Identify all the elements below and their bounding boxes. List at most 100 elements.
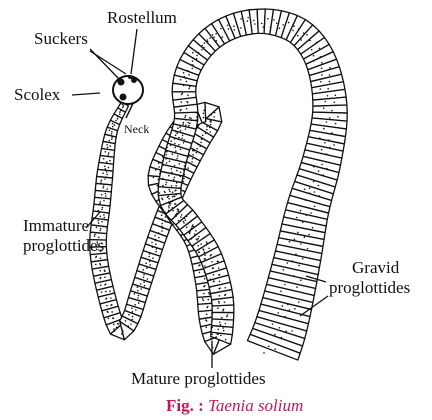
stipple-dot [190, 119, 192, 122]
stipple-dot [102, 158, 105, 160]
stipple-dot [178, 163, 181, 165]
stipple-dot [329, 117, 331, 119]
stipple-dot [281, 305, 284, 307]
stipple-dot [303, 188, 306, 191]
stipple-dot [319, 137, 321, 139]
stipple-dot [168, 160, 171, 163]
stipple-dot [326, 167, 328, 170]
figure-caption: Fig. : Taenia solium [166, 396, 303, 416]
stipple-dot [173, 138, 176, 140]
stipple-dot [289, 282, 291, 284]
proglottid [246, 333, 301, 361]
stipple-dot [182, 121, 185, 124]
stipple-dot [179, 124, 182, 127]
stipple-dot [214, 119, 216, 122]
stipple-dot [119, 111, 121, 113]
stipple-dot [155, 250, 157, 253]
stipple-dot [102, 187, 104, 189]
stipple-dot [99, 264, 102, 266]
stipple-dot [139, 283, 142, 285]
stipple-dot [222, 327, 224, 329]
stipple-dot [170, 202, 172, 204]
stipple-dot [278, 27, 281, 30]
stipple-dot [215, 33, 217, 35]
stipple-dot [329, 66, 331, 69]
stipple-dot [187, 94, 189, 96]
stipple-dot [124, 320, 127, 322]
stipple-dot [183, 222, 185, 224]
stipple-dot [107, 166, 110, 169]
scolex-leader [71, 92, 101, 96]
stipple-dot [152, 257, 154, 260]
stipple-dot [158, 166, 160, 168]
stipple-dot [302, 32, 305, 34]
stipple-dot [218, 302, 220, 304]
stipple-dot [319, 56, 322, 58]
stipple-dot [146, 267, 148, 269]
stipple-dot [103, 199, 105, 202]
stipple-dot [206, 242, 208, 245]
stipple-dot [136, 286, 139, 288]
rostellum-tip [128, 75, 132, 79]
stipple-dot [201, 44, 203, 47]
stipple-dot [303, 236, 306, 238]
stipple-dot [140, 288, 142, 290]
stipple-dot [104, 283, 107, 285]
stipple-dot [310, 212, 312, 214]
stipple-dot [176, 208, 179, 210]
stipple-dot [137, 294, 140, 297]
stipple-dot [203, 42, 206, 44]
stipple-dot [99, 227, 102, 230]
stipple-dot [109, 159, 111, 162]
stipple-dot [221, 316, 223, 319]
stipple-dot [176, 155, 179, 157]
stipple-dot [268, 345, 270, 348]
stipple-dot [104, 178, 106, 180]
stipple-dot [93, 235, 96, 237]
stipple-dot [320, 148, 323, 151]
stipple-dot [201, 137, 204, 140]
stipple-dot [176, 157, 178, 160]
stipple-dot [191, 158, 194, 160]
stipple-dot [220, 27, 222, 30]
stipple-dot [221, 36, 224, 38]
stipple-dot [328, 74, 331, 76]
stipple-dot [253, 19, 255, 22]
stipple-dot [95, 226, 98, 229]
stipple-dot [111, 138, 113, 140]
stipple-dot [218, 295, 221, 297]
stipple-dot [217, 307, 219, 310]
stipple-dot [181, 134, 184, 137]
stipple-dot [329, 146, 331, 149]
stipple-dot [224, 338, 227, 341]
stipple-dot [187, 167, 189, 169]
stipple-dot [203, 278, 206, 280]
stipple-dot [311, 226, 314, 229]
stipple-dot [131, 315, 134, 318]
stipple-dot [95, 248, 98, 250]
stipple-dot [284, 283, 286, 286]
stipple-dot [209, 338, 212, 340]
stipple-dot [181, 137, 183, 139]
stipple-dot [188, 85, 191, 88]
stipple-dot [293, 238, 296, 241]
stipple-dot [135, 309, 137, 311]
stipple-dot [176, 132, 178, 135]
stipple-dot [162, 164, 164, 166]
gravid-leader-1 [305, 275, 327, 283]
stipple-dot [174, 134, 177, 136]
stipple-dot [104, 165, 106, 168]
stipple-dot [158, 192, 161, 194]
stipple-dot [321, 61, 323, 64]
stipple-dot [201, 134, 204, 137]
stipple-dot [198, 257, 201, 260]
stipple-dot [285, 330, 287, 333]
stipple-dot [106, 304, 108, 307]
stipple-dot [104, 192, 107, 195]
stipple-dot [170, 168, 173, 170]
stipple-dot [106, 161, 108, 163]
stipple-dot [224, 287, 227, 289]
stipple-dot [161, 227, 164, 230]
stipple-dot [298, 301, 300, 303]
